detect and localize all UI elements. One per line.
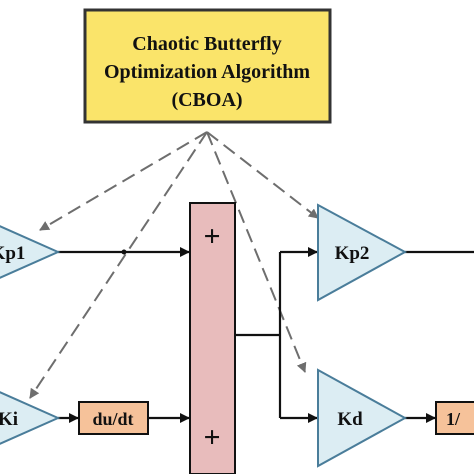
right-block: [435, 401, 474, 435]
summer-bottom-sign: +: [203, 421, 220, 454]
gain-kp2-label: Kp2: [335, 243, 370, 264]
tuning-arrow-kd: [206, 131, 307, 373]
gain-kp1-label: Kp1: [0, 243, 25, 264]
optimizer-title-line-2: Optimization Algorithm: [104, 61, 310, 83]
gain-ki-triangle: [0, 391, 61, 445]
optimizer-box: [83, 8, 332, 124]
optimizer-title-line-1: Chaotic Butterfly: [132, 33, 281, 55]
tuning-arrow-ki: [29, 131, 208, 399]
tuning-arrow-kp2: [206, 131, 319, 219]
summer-top-sign: +: [203, 220, 220, 253]
optimizer-title-line-3: (CBOA): [171, 89, 242, 111]
derivative-block: [78, 401, 149, 435]
kp1-line-junction: [121, 249, 127, 255]
gain-kd-triangle: [317, 368, 408, 468]
tuning-arrow-kp1: [39, 131, 208, 231]
right-block-label: 1/: [446, 409, 461, 429]
summing-block: [189, 202, 236, 474]
gain-kp2-triangle: [317, 203, 408, 302]
gain-ki-label: Ki: [0, 409, 18, 430]
gain-kp1-triangle: [0, 225, 61, 279]
derivative-label: du/dt: [92, 409, 133, 429]
gain-kd-label: Kd: [337, 409, 363, 430]
